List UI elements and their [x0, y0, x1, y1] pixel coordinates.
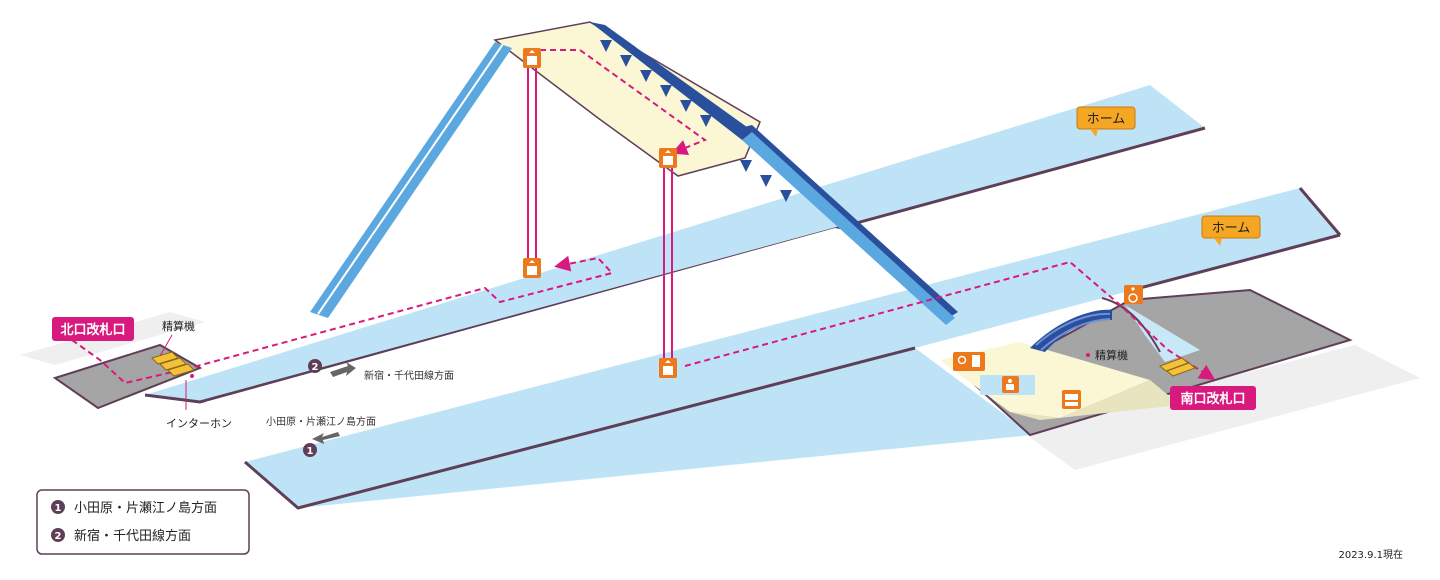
elevator-icon[interactable]: [659, 148, 677, 168]
platform-label-lower: ホーム: [1201, 215, 1261, 246]
track-gap-upper: [205, 228, 900, 418]
direction-1-text: 小田原・片瀬江ノ島方面: [266, 415, 376, 428]
svg-text:2: 2: [312, 362, 319, 373]
wheelchair-icon[interactable]: [1124, 285, 1143, 304]
fare-adjustment-label-north: 精算機: [162, 319, 195, 333]
north-gate-label[interactable]: 北口改札口: [52, 317, 134, 341]
platform-label-upper-text: ホーム: [1087, 112, 1126, 127]
legend-num-1: 1: [55, 503, 62, 514]
as-of-date: 2023.9.1現在: [1338, 549, 1403, 561]
escalator-to-lower-platform: [742, 132, 955, 325]
south-gate-label-text: 南口改札口: [1180, 391, 1245, 407]
platform-label-lower-text: ホーム: [1212, 221, 1251, 236]
stairs-teeth: [600, 40, 792, 202]
legend-text-1: 小田原・片瀬江ノ島方面: [74, 500, 217, 516]
south-gate-label[interactable]: 南口改札口: [1170, 386, 1256, 410]
elevator-shafts: [527, 62, 673, 362]
baby-room-icon[interactable]: [1002, 376, 1019, 393]
direction-1-marker: 小田原・片瀬江ノ島方面 1: [266, 415, 376, 457]
fare-adjustment-machines-north[interactable]: [151, 351, 195, 377]
intercom-label: インターホン: [166, 417, 232, 430]
intercom-marker: [190, 374, 194, 378]
south-lower-concourse: [1010, 380, 1180, 420]
fare-adjustment-machines-south[interactable]: [1159, 357, 1196, 377]
direction-2-marker: 2 新宿・千代田線方面: [308, 359, 454, 382]
lower-platform: [245, 188, 1340, 508]
fare-adjustment-label-south: 精算機: [1095, 348, 1128, 362]
legend-num-2: 2: [55, 531, 62, 542]
direction-2-text: 新宿・千代田線方面: [364, 369, 454, 382]
timetable-icon[interactable]: [1062, 390, 1081, 409]
elevator-icon[interactable]: [523, 258, 541, 278]
elevator-icon[interactable]: [659, 358, 677, 378]
south-inner-floor: [1125, 305, 1200, 362]
legend-text-2: 新宿・千代田線方面: [74, 528, 191, 544]
restroom-icon[interactable]: [953, 352, 985, 371]
platform-label-upper: ホーム: [1076, 106, 1136, 137]
legend: 1 小田原・片瀬江ノ島方面 2 新宿・千代田線方面: [36, 489, 250, 555]
overpass-stairs-upper: [590, 22, 765, 150]
south-concourse: [940, 342, 1150, 418]
svg-text:1: 1: [307, 446, 314, 457]
accessible-route: [71, 49, 1216, 385]
elevator-icon[interactable]: [523, 48, 541, 68]
north-gate-label-text: 北口改札口: [60, 322, 125, 338]
upper-platform: [145, 85, 1205, 402]
